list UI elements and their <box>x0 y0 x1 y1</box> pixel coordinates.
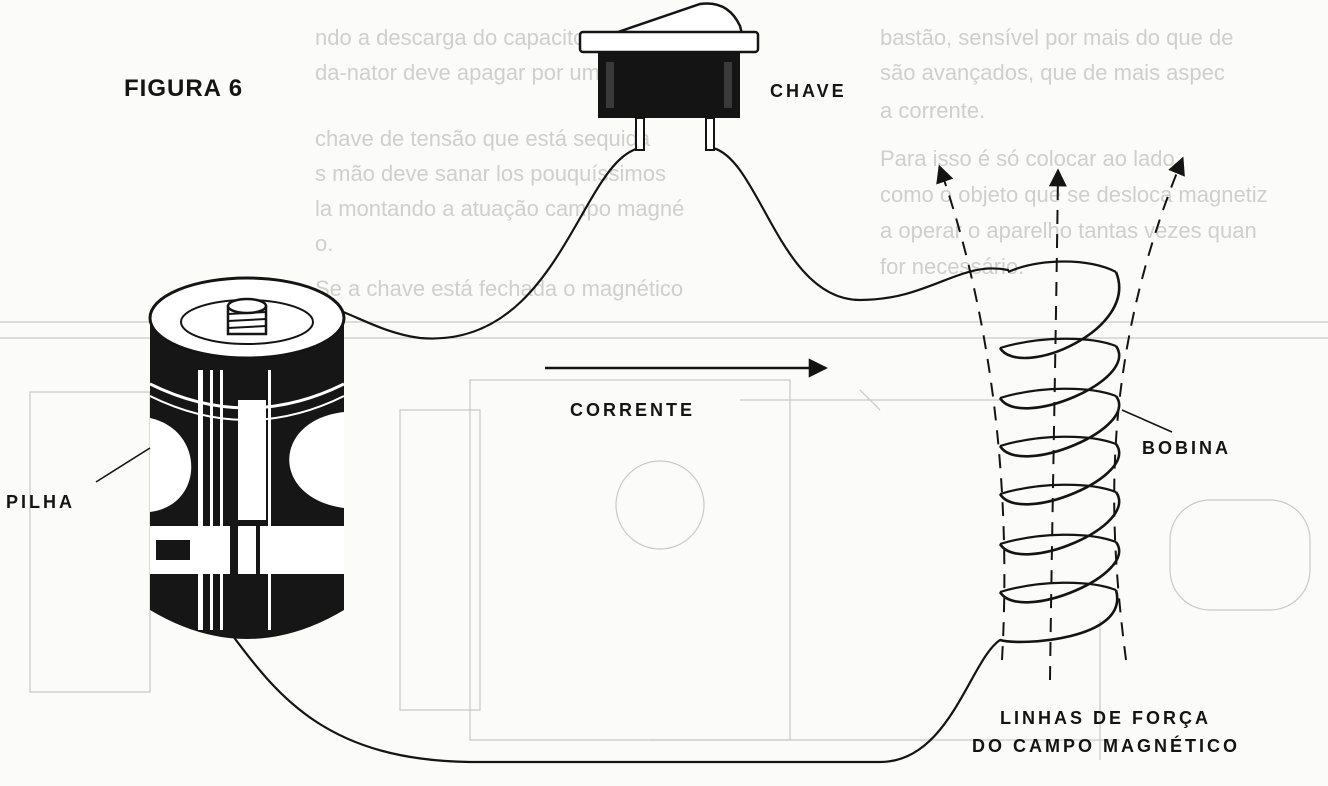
switch-body <box>598 52 740 118</box>
battery-leader-line <box>95 447 151 483</box>
switch-rocker <box>617 2 744 36</box>
bleed-line: a corrente. <box>880 98 985 123</box>
magnetic-field-lines <box>936 156 1185 681</box>
bleed-line: como o objeto que se desloca magnetiz <box>880 182 1268 207</box>
battery-terminal <box>226 297 268 336</box>
bleed-line: Para isso é só colocar ao lado <box>880 146 1175 171</box>
bleed-line: for necessário. <box>880 254 1024 279</box>
bleed-line: a operar o aparelho tantas vezes quan <box>880 218 1257 243</box>
bleed-line: la montando a atuação campo magné <box>315 196 684 221</box>
field-line <box>936 164 1006 661</box>
wire-battery-to-coil <box>228 630 1002 764</box>
bleed-line: chave de tensão que está sequida <box>315 126 651 151</box>
field-line <box>1113 156 1185 661</box>
bleed-line: bastão, sensível por mais do que de <box>880 25 1233 50</box>
switch <box>578 2 760 151</box>
field-lines-label-line2: DO CAMPO MAGNÉTICO <box>972 735 1240 756</box>
field-line <box>1048 168 1067 681</box>
switch-terminal-left <box>635 117 645 151</box>
coil-label: BOBINA <box>1142 438 1231 458</box>
switch-bezel <box>578 30 760 54</box>
bleed-line: Se a chave está fechada o magnético <box>315 276 683 301</box>
coil <box>998 260 1121 644</box>
coil-back-turns <box>999 260 1117 594</box>
figure-title: FIGURA 6 <box>124 75 243 102</box>
switch-label: CHAVE <box>770 81 847 101</box>
current-label: CORRENTE <box>570 400 695 420</box>
coil-leader-line <box>1121 409 1173 433</box>
battery <box>148 276 346 639</box>
bleed-line: o. <box>315 231 333 256</box>
bleed-line: são avançados, que de mais aspec <box>880 60 1225 85</box>
field-lines-label-line1: LINHAS DE FORÇA <box>1000 708 1211 728</box>
battery-label: PILHA <box>6 492 75 512</box>
battery-label-pattern <box>150 370 344 630</box>
switch-terminal-right <box>705 117 715 151</box>
wire-switch-to-coil <box>711 146 1010 302</box>
bleed-through-text-right: bastão, sensível por mais do que de são … <box>880 25 1268 279</box>
